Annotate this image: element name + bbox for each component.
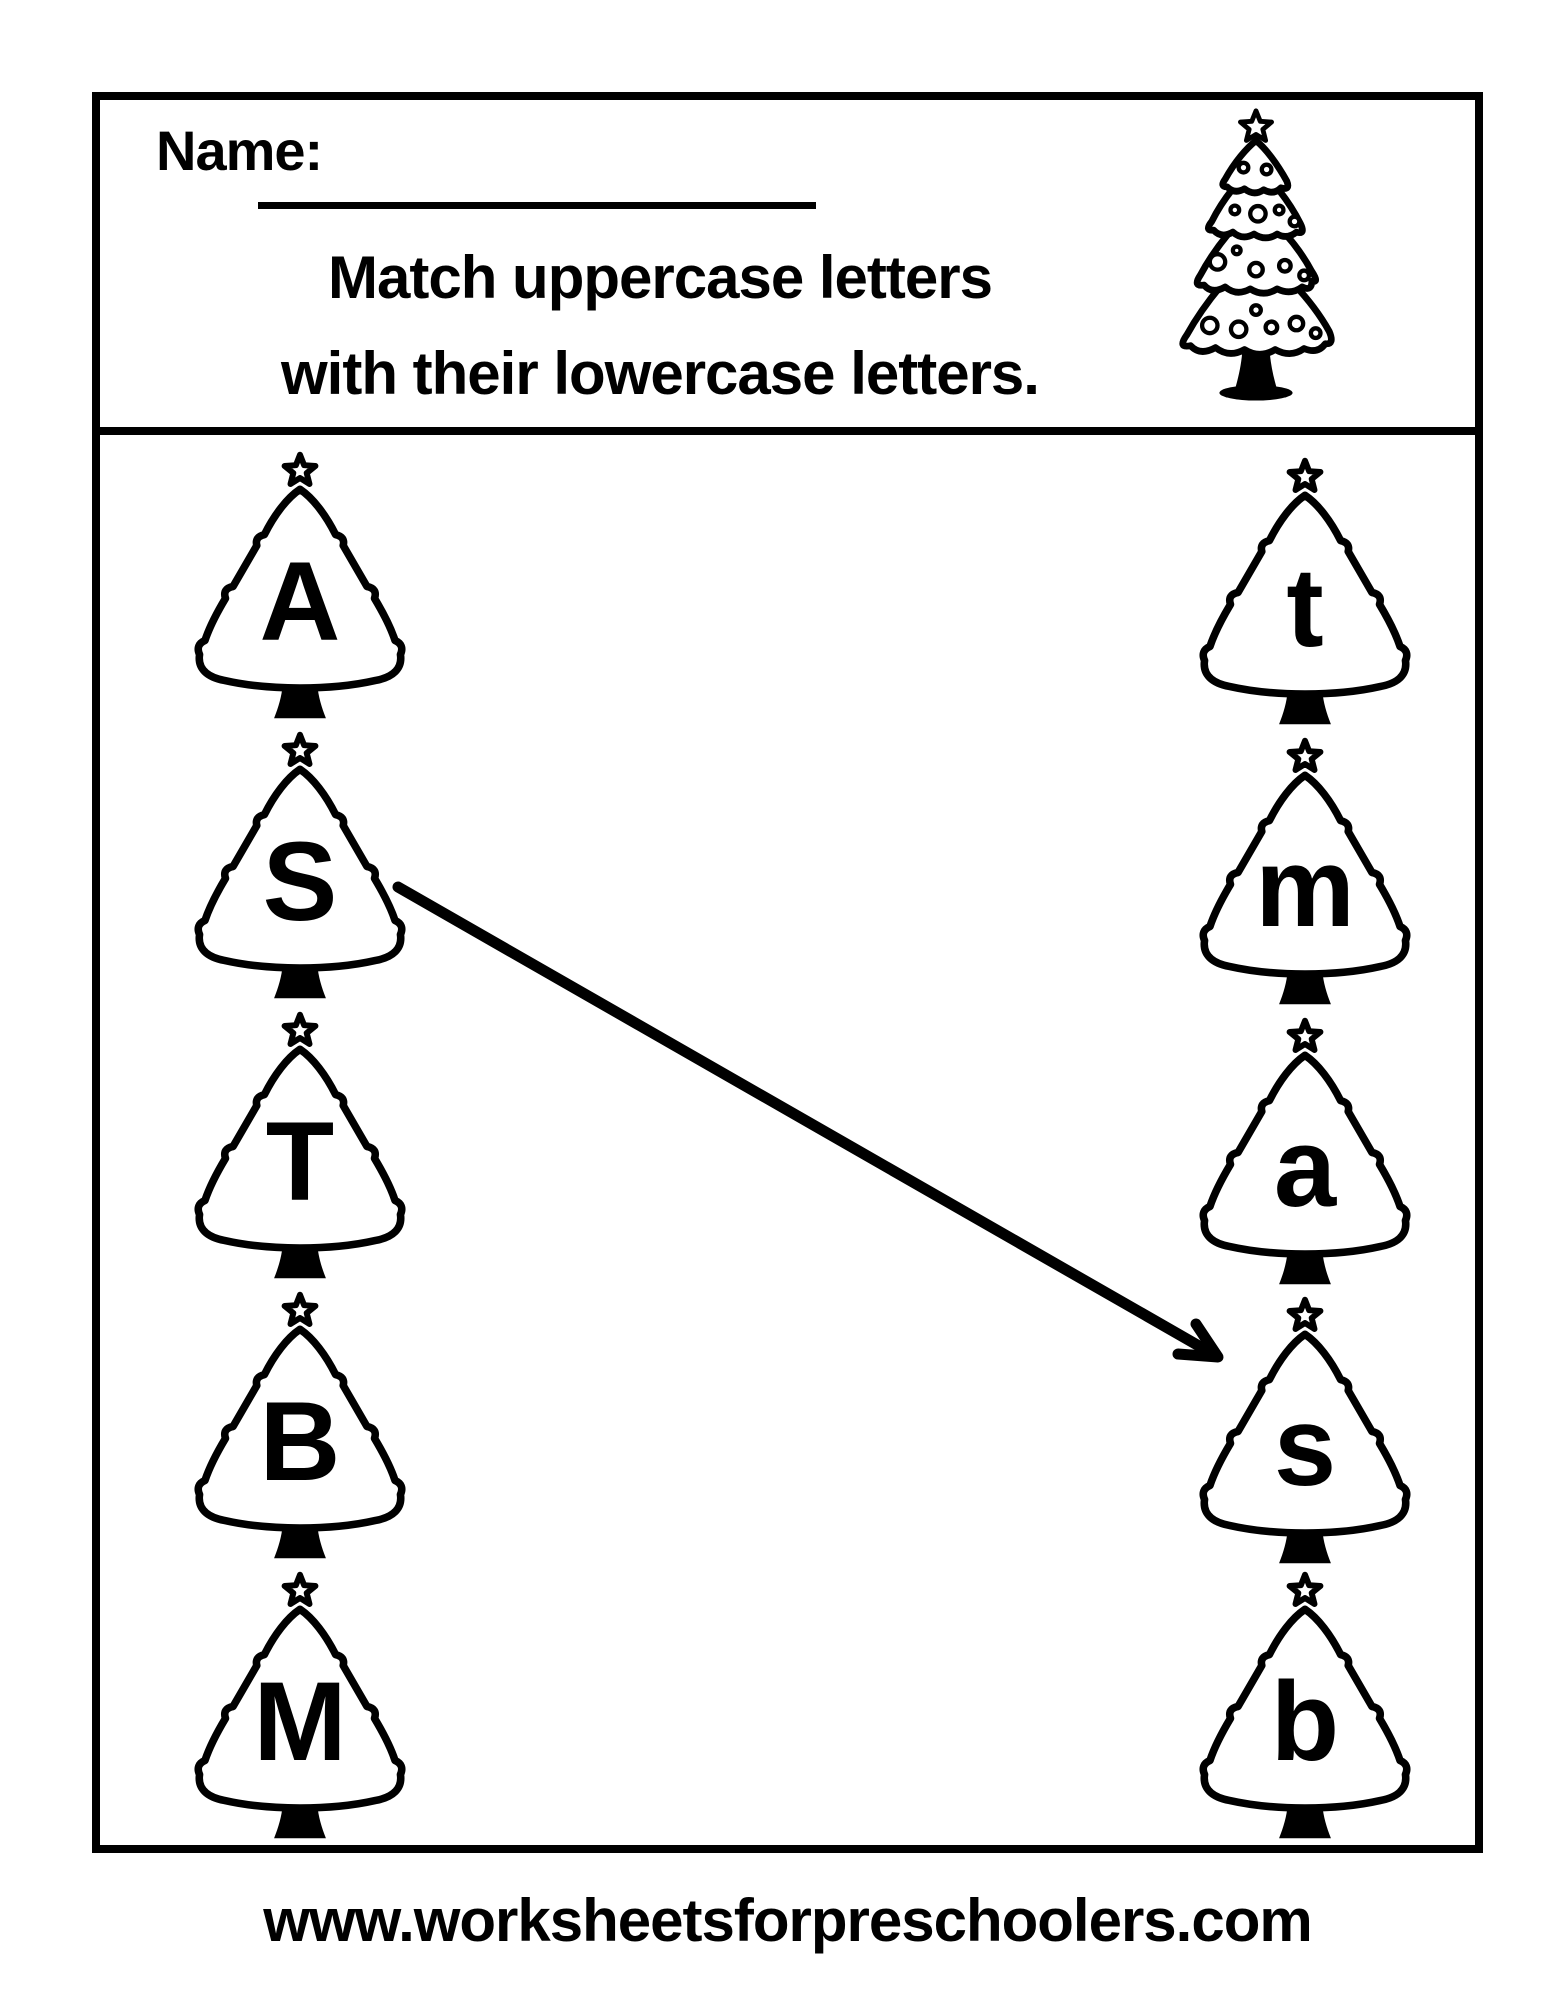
header-divider — [92, 427, 1483, 435]
worksheet-instructions: Match uppercase letters with their lower… — [120, 230, 1200, 422]
lowercase-tree-3[interactable]: a — [1197, 1012, 1413, 1293]
lowercase-letter-label: s — [1273, 1384, 1337, 1509]
lowercase-tree-2[interactable]: m — [1197, 732, 1413, 1013]
instruction-line-2: with their lowercase letters. — [281, 340, 1040, 407]
instruction-line-1: Match uppercase letters — [328, 244, 993, 311]
uppercase-tree-5[interactable]: M — [192, 1566, 408, 1847]
uppercase-tree-1[interactable]: A — [192, 446, 408, 727]
lowercase-letter-label: m — [1255, 825, 1355, 950]
uppercase-tree-2[interactable]: S — [192, 726, 408, 1007]
page-border — [92, 92, 1483, 1853]
name-input-line[interactable] — [258, 202, 816, 209]
lowercase-tree-4[interactable]: s — [1197, 1291, 1413, 1572]
website-url: www.worksheetsforpreschoolers.com — [263, 1887, 1312, 1954]
uppercase-letter-label: S — [262, 819, 338, 944]
uppercase-tree-3[interactable]: T — [192, 1006, 408, 1287]
uppercase-letter-label: T — [265, 1099, 335, 1224]
lowercase-letter-label: a — [1273, 1105, 1337, 1230]
lowercase-letter-label: b — [1270, 1659, 1340, 1784]
uppercase-letter-label: B — [259, 1379, 341, 1504]
lowercase-tree-5[interactable]: b — [1197, 1566, 1413, 1847]
uppercase-letter-label: A — [259, 539, 341, 664]
name-label: Name: — [156, 119, 323, 182]
uppercase-letter-label: M — [253, 1659, 347, 1784]
uppercase-tree-4[interactable]: B — [192, 1286, 408, 1567]
lowercase-letter-label: t — [1286, 545, 1324, 670]
lowercase-tree-1[interactable]: t — [1197, 452, 1413, 733]
christmas-tree-illustration-icon — [1150, 106, 1362, 414]
